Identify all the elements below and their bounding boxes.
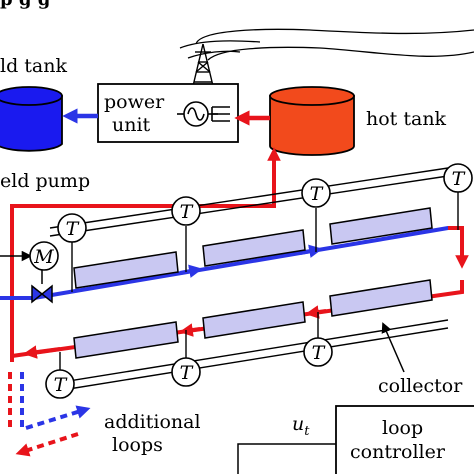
power-unit-label-line2: unit [112,114,151,136]
loop-controller [335,405,474,474]
valve-icon [31,284,53,304]
collector-module [73,321,179,359]
temperature-sensor-label: T [312,342,326,364]
additional-loops-label-line1: additional [104,411,201,433]
upper-rail [49,167,449,237]
temperature-sensor [301,178,331,208]
hot-tank-label: hot tank [366,108,447,130]
temperature-sensor-label: T [180,362,194,384]
transmission-cable [179,28,474,61]
sine-wave-generator-icon [177,101,230,127]
loop-controller-label-line2: controller [350,441,446,463]
additional-loops [8,372,91,457]
temperature-sensor-label: T [452,168,466,190]
upper-loop-arrow-2 [299,244,323,258]
motor-label: M [33,246,54,268]
upper-collectors [73,207,433,289]
collector-pointer [381,322,405,373]
lower-rail [49,319,449,393]
temperature-sensor [303,337,333,367]
lower-collectors [73,279,433,359]
collector-module [329,279,433,317]
collector-module [329,207,433,245]
collector-module [202,301,306,339]
temperature-sensor [443,163,473,193]
motor-icon [29,241,59,271]
upper-loop-hot-segment [448,226,469,269]
temperature-sensor-label: T [54,374,68,396]
temperature-sensor [57,213,87,243]
temperature-sensor [45,369,75,399]
power-unit [97,83,239,143]
upper-loop-arrow [179,264,203,278]
collector-module [73,251,179,289]
cold-tank [0,86,63,152]
power-unit-label-line1: power [104,91,165,113]
transmission-tower-icon [192,43,214,87]
temperature-sensor [171,357,201,387]
field-pump-label: eld pump [0,170,90,192]
temperature-sensor-label: T [180,201,194,223]
motor-valve: M [29,241,59,304]
temperature-sensors: T T T T T T T [45,163,473,399]
cold-tank-label: ld tank [0,55,67,77]
collector-label: collector [378,375,463,397]
hot-return-pipe [10,147,281,362]
control-signal-label: ut [292,413,310,439]
lower-loop-arrow-2 [179,323,201,337]
temperature-sensor [171,196,201,226]
control-signal-line [237,443,336,474]
hot-tank [269,86,355,156]
lower-loop-arrow [23,345,61,359]
collector-module [202,229,306,267]
temperature-sensor-label: T [310,183,324,205]
temperature-sensor-label: T [66,218,80,240]
additional-loops-label-line2: loops [112,434,163,456]
top-caption: p g g [0,0,51,10]
loop-controller-label-line1: loop [382,417,423,439]
lower-loop-arrow-3 [305,305,327,319]
